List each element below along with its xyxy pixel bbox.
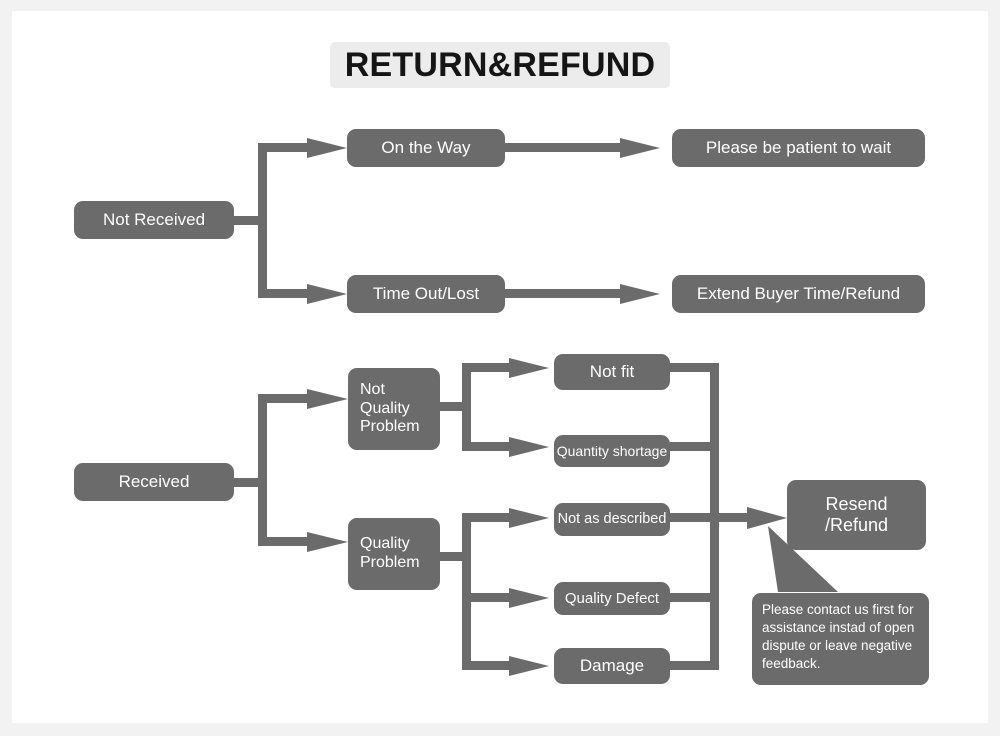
connector-layer	[234, 138, 787, 676]
node-quantity-shortage-label: Quantity shortage	[556, 442, 668, 459]
node-received[interactable]: Received	[74, 463, 234, 501]
node-resend-refund-label: Resend /Refund	[824, 493, 889, 535]
connector-quality-stub	[440, 552, 468, 561]
connector-not-quality-stub	[440, 402, 468, 411]
callout-note-text: Please contact us first for assistance i…	[762, 602, 915, 671]
node-not-quality-problem[interactable]: Not Quality Problem	[348, 368, 440, 450]
connector-to-damage-tail	[462, 661, 509, 670]
arrow-to-time-out	[307, 284, 347, 304]
connector-quality-bus	[462, 513, 471, 670]
node-on-the-way[interactable]: On the Way	[347, 129, 505, 167]
node-not-fit-label: Not fit	[589, 361, 635, 381]
arrow-to-on-the-way	[307, 138, 347, 158]
arrow-to-not-quality-problem	[307, 389, 348, 409]
node-time-out-lost-label: Time Out/Lost	[372, 283, 480, 303]
node-damage[interactable]: Damage	[554, 648, 670, 684]
node-extend-buyer-time-refund[interactable]: Extend Buyer Time/Refund	[672, 275, 925, 313]
node-not-fit[interactable]: Not fit	[554, 354, 670, 390]
connector-on-the-way-out-tail	[505, 143, 620, 152]
flowchart-canvas: RETURN&REFUND	[12, 11, 988, 723]
connector-to-not-described-tail	[462, 513, 509, 522]
connector-not-fit-out	[670, 363, 715, 372]
arrow-to-quality-defect	[509, 588, 549, 608]
connector-not-received-bus	[258, 143, 267, 298]
connector-to-not-quality-tail	[258, 394, 307, 403]
connector-received-stub	[234, 478, 266, 487]
node-quality-problem-label: Quality Problem	[360, 535, 420, 571]
node-resend-refund[interactable]: Resend /Refund	[787, 480, 926, 550]
connector-to-quantity-tail	[462, 442, 509, 451]
arrow-to-please-wait	[620, 138, 660, 158]
node-not-as-described-label: Not as described	[557, 510, 667, 527]
connector-not-received-stub	[234, 216, 266, 225]
connector-to-not-fit-tail	[462, 363, 509, 372]
node-received-label: Received	[118, 471, 190, 491]
arrow-to-quantity-shortage	[509, 437, 549, 457]
page-title: RETURN&REFUND	[330, 42, 670, 88]
arrow-to-quality-problem	[307, 532, 348, 552]
node-not-quality-problem-label: Not Quality Problem	[360, 380, 420, 436]
connector-to-on-the-way-tail	[258, 143, 307, 152]
node-please-be-patient[interactable]: Please be patient to wait	[672, 129, 925, 167]
connector-to-time-out-tail	[258, 289, 307, 298]
node-quality-defect-label: Quality Defect	[564, 589, 660, 607]
node-time-out-lost[interactable]: Time Out/Lost	[347, 275, 505, 313]
callout-tail-shape	[768, 526, 838, 592]
callout-tail	[768, 526, 838, 592]
connector-to-resend-tail	[715, 513, 747, 522]
connector-damage-out	[670, 661, 715, 670]
arrow-to-not-as-described	[509, 508, 549, 528]
node-on-the-way-label: On the Way	[381, 137, 471, 157]
connector-not-described-out	[670, 513, 715, 522]
node-quantity-shortage[interactable]: Quantity shortage	[554, 435, 670, 467]
connector-received-bus	[258, 394, 267, 546]
arrow-to-extend-buyer	[620, 284, 660, 304]
connector-quality-defect-out	[670, 593, 715, 602]
node-please-be-patient-label: Please be patient to wait	[705, 137, 892, 157]
arrow-to-not-fit	[509, 358, 549, 378]
node-not-received[interactable]: Not Received	[74, 201, 234, 239]
node-damage-label: Damage	[579, 655, 645, 675]
page-title-text: RETURN&REFUND	[344, 45, 656, 84]
node-quality-defect[interactable]: Quality Defect	[554, 582, 670, 615]
node-not-received-label: Not Received	[102, 209, 206, 229]
arrow-to-resend-refund	[747, 507, 787, 529]
node-quality-problem[interactable]: Quality Problem	[348, 518, 440, 590]
connector-to-quality-defect-tail	[462, 593, 509, 602]
node-not-as-described[interactable]: Not as described	[554, 503, 670, 536]
arrow-to-damage	[509, 656, 549, 676]
connector-to-quality-tail	[258, 537, 307, 546]
connector-not-quality-bus	[462, 363, 471, 451]
node-extend-buyer-time-refund-label: Extend Buyer Time/Refund	[696, 283, 901, 303]
connector-quantity-out	[670, 442, 715, 451]
callout-note: Please contact us first for assistance i…	[752, 593, 929, 685]
connector-time-out-out-tail	[505, 289, 620, 298]
